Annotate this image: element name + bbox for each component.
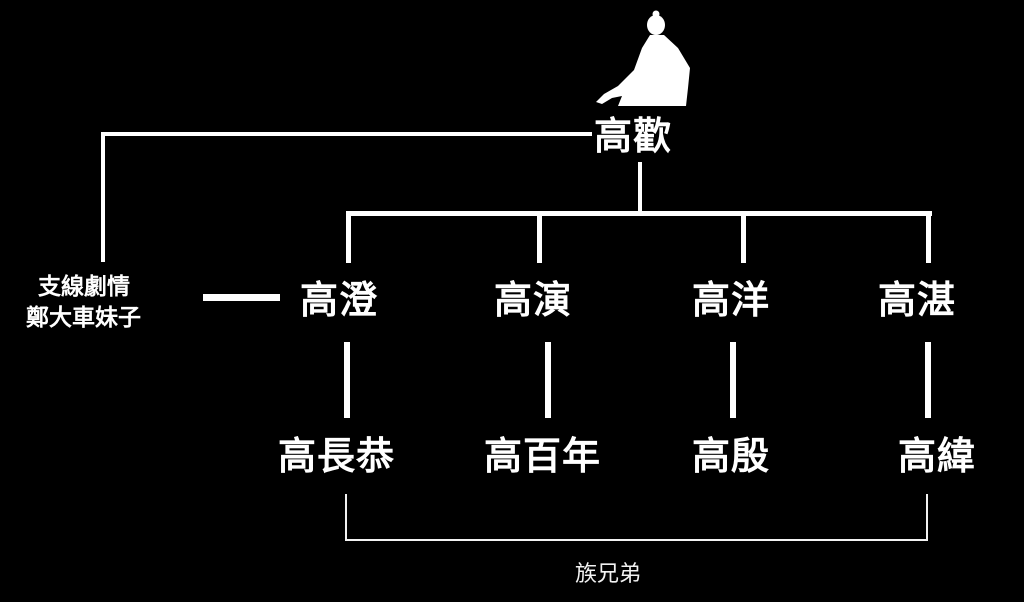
son-node-4: 高湛 — [878, 278, 957, 322]
connector-root-down — [638, 162, 642, 214]
connector-grandson-1 — [344, 342, 350, 418]
connector-grandson-2 — [545, 342, 551, 418]
grandson-node-3: 高殷 — [692, 434, 771, 478]
seated-figure-silhouette-icon — [596, 10, 690, 106]
connector-son-2 — [537, 216, 542, 263]
son-node-1: 高澄 — [300, 278, 379, 322]
connector-grandson-4 — [925, 342, 931, 418]
side-note-line-1: 支線劇情 — [38, 274, 130, 300]
grandson-node-2: 高百年 — [484, 434, 602, 478]
bracket-left — [345, 494, 347, 540]
connector-son-4 — [926, 211, 931, 263]
connector-grandson-3 — [730, 342, 736, 418]
connector-sons-horizontal — [346, 211, 932, 216]
connector-son-3 — [741, 216, 746, 263]
side-note-line-2: 鄭大車妹子 — [26, 305, 141, 331]
son-node-2: 高演 — [494, 278, 573, 322]
root-node-gao-huan: 高歡 — [594, 114, 673, 158]
connector-side-vertical — [101, 132, 105, 262]
grandson-node-1: 高長恭 — [278, 434, 396, 478]
grandson-node-4: 高緯 — [898, 434, 977, 478]
connector-son-1 — [346, 211, 351, 263]
bracket-right — [926, 494, 928, 540]
bracket-bottom — [345, 539, 928, 541]
connector-side-to-son-1 — [203, 294, 280, 301]
connector-root-to-side — [101, 132, 592, 136]
son-node-3: 高洋 — [692, 278, 771, 322]
cousin-relation-label: 族兄弟 — [575, 562, 642, 587]
